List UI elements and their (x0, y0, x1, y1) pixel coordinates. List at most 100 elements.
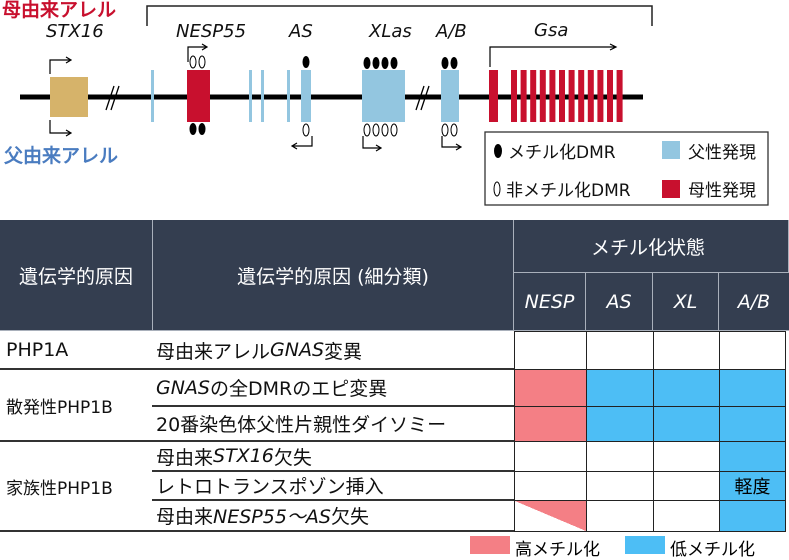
row-divider (152, 470, 514, 472)
subcause-text: 変異 (324, 340, 363, 363)
unmethylated-dmr-icons (189, 55, 458, 137)
methylation-cell (586, 500, 654, 532)
methylation-cell (514, 441, 587, 472)
gsa-exon (489, 70, 498, 122)
methylation-cell (514, 500, 587, 532)
methylation-cell (586, 406, 654, 442)
paternal-expr-swatch (662, 141, 680, 159)
methylation-cell: 軽度 (719, 471, 786, 501)
nesp55-exon (187, 70, 210, 122)
gsa-exon (607, 70, 613, 122)
gene-label-stx16: STX16 (46, 21, 104, 42)
row-divider (0, 440, 514, 442)
subcause-label: 20番染色体父性片親性ダイソミー (156, 406, 446, 441)
methylation-cell (719, 500, 786, 532)
methylation-cell (653, 471, 720, 501)
gsa-exon (530, 70, 537, 122)
group-php1a: PHP1A (6, 339, 69, 361)
gsa-exons (489, 70, 623, 122)
paternal-allele-label: 父由来アレル (3, 144, 118, 167)
methylation-cell (514, 331, 587, 370)
group-familial-php1b: 家族性PHP1B (6, 478, 113, 499)
legend-high-swatch (470, 536, 510, 554)
methylation-cell (586, 441, 654, 472)
subcause-text: 母由来 (156, 446, 214, 469)
legend-low-swatch (625, 536, 665, 554)
stx16-arrows (49, 56, 73, 137)
methylation-cell (514, 471, 587, 501)
subcause-text: レトロトランスポゾン挿入 (156, 476, 384, 498)
gsa-exon (549, 70, 556, 122)
gene-label-xlas: XLas (368, 21, 412, 42)
diagram-legend: メチル化DMR 非メチル化DMR 父性発現 母性発現 (484, 131, 769, 206)
gsa-exon (539, 70, 546, 122)
gsa-exon (520, 70, 527, 122)
subcause-text: STX16 (213, 445, 274, 467)
subcause-text: 母由来アレル (156, 340, 271, 363)
legend-low-label: 低メチル化 (670, 540, 755, 560)
methylation-cell (586, 369, 654, 407)
row-divider (0, 368, 514, 370)
methylated-icon (494, 144, 502, 158)
legend-maternal-expr: 母性発現 (688, 181, 756, 201)
gsa-exon (616, 70, 623, 122)
maternal-expr-swatch (662, 180, 680, 198)
gsa-exon (568, 70, 575, 122)
subcause-text: NESP55～AS (213, 506, 331, 528)
methylation-cell (719, 331, 786, 370)
gene-label-ab: A/B (435, 21, 467, 42)
subcause-text: の全DMRのエピ変異 (210, 378, 388, 400)
maternal-allele-label: 母由来アレル (2, 0, 116, 21)
methylation-cell (514, 406, 587, 442)
locus-bracket (146, 5, 653, 26)
subcause-text: GNAS (156, 376, 210, 399)
header-cause: 遺伝学的原因 (0, 220, 153, 331)
unmethylated-icon (493, 181, 501, 197)
methylation-cell (719, 441, 786, 472)
methylated-dmr-icons (189, 56, 458, 135)
methylation-cell (653, 331, 720, 370)
gene-label-gsa: Gsa (534, 20, 568, 41)
group-sporadic-php1b: 散発性PHP1B (6, 397, 113, 418)
gsa-exon (578, 70, 585, 122)
legend-high-label: 高メチル化 (515, 540, 600, 560)
gsa-exon (511, 70, 517, 122)
paternal-exons (151, 70, 459, 122)
subcause-text: 母由来 (156, 506, 214, 528)
gene-label-as: AS (288, 21, 313, 42)
gsa-exon (587, 70, 594, 122)
row-divider (0, 530, 514, 532)
methylation-cell (719, 369, 786, 407)
gsa-exon (597, 70, 604, 122)
header-methylation: メチル化状態 (514, 220, 789, 273)
methylation-cell (653, 500, 720, 532)
header-subcause: 遺伝学的原因 (細分類) (153, 220, 514, 331)
methylation-cell (514, 369, 587, 407)
stx16-exon (50, 77, 88, 117)
gene-label-nesp55: NESP55 (176, 21, 246, 42)
methylation-cell (586, 471, 654, 501)
methylation-cell (653, 369, 720, 407)
header-col-ab: A/B (719, 273, 789, 331)
subcause-label: レトロトランスポゾン挿入 (156, 471, 384, 500)
legend-unmethylated: 非メチル化DMR (506, 181, 631, 201)
row-divider (152, 499, 514, 501)
methylation-cell (719, 406, 786, 442)
methylation-cell (586, 331, 654, 370)
subcause-text: 20番染色体父性片親性ダイソミー (156, 414, 447, 436)
transcription-arrows (187, 43, 618, 152)
gnas-locus-diagram: 母由来アレル 父由来アレル STX16 NESP55 AS XLas A/B G… (2, 0, 769, 206)
subcause-text: 欠失 (331, 506, 370, 528)
legend-paternal-expr: 父性発現 (688, 143, 756, 163)
gsa-exon (559, 70, 565, 122)
header-col-nesp: NESP (514, 273, 586, 331)
subcause-text: 欠失 (273, 446, 312, 469)
mild-label: 軽度 (734, 477, 771, 498)
header-col-xl: XL (653, 273, 719, 331)
row-divider (152, 405, 514, 407)
subcause-text: GNAS (270, 339, 325, 361)
